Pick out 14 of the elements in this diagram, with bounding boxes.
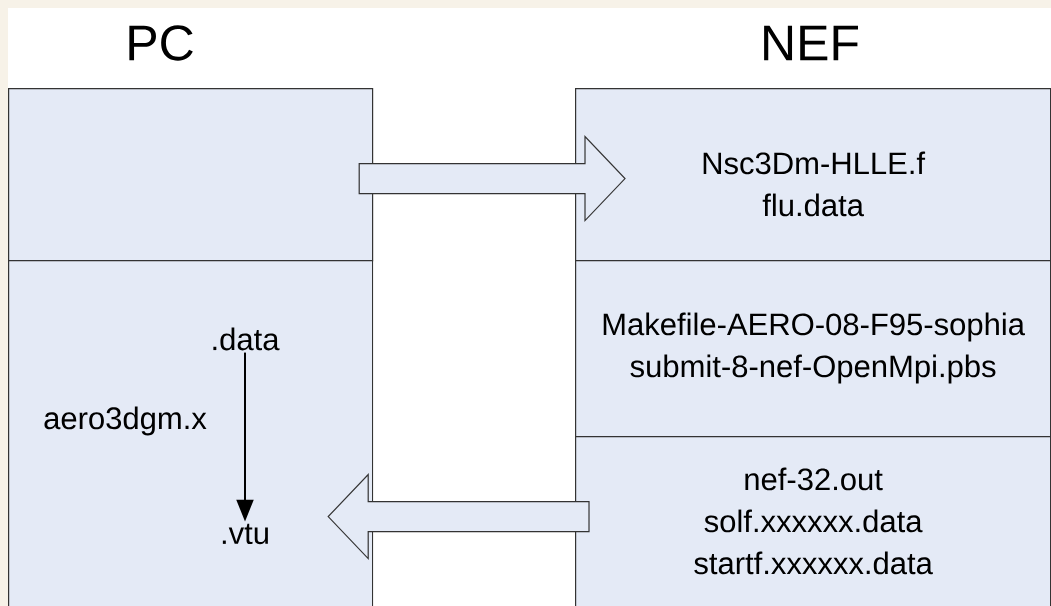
node-label: flu.data bbox=[762, 193, 864, 217]
node-label: submit-8-nef-OpenMpi.pbs bbox=[630, 354, 996, 384]
file-label: .data bbox=[213, 327, 280, 351]
file-box: nef-32.out solf.xxxxxx.data startf.xxxxxx.data bbox=[575, 436, 1051, 606]
empty-box bbox=[8, 88, 374, 262]
file-box: Makefile-AERO-08-F95-sophia submit-8-nef-OpenMpi.pbs bbox=[575, 260, 1051, 438]
file-label: .vtu bbox=[222, 523, 268, 545]
node-label: Nsc3Dm-HLLE.f bbox=[703, 151, 926, 175]
file-box: Nsc3Dm-HLLE.f flu.data bbox=[575, 88, 1051, 262]
block-arrow bbox=[358, 135, 626, 223]
empty-box bbox=[8, 260, 374, 606]
node-label: Makefile-AERO-08-F95-sophia bbox=[603, 312, 1025, 342]
edge-label: aero3dgm.x bbox=[41, 404, 209, 438]
block-arrow bbox=[327, 473, 590, 561]
